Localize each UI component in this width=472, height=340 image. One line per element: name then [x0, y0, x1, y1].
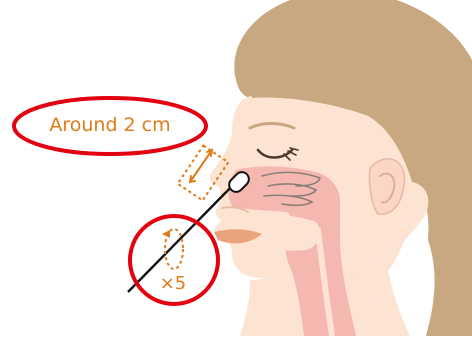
repeat-label: ×5 [148, 274, 198, 294]
depth-label: Around 2 cm [14, 114, 206, 136]
rotation-arrow-icon [162, 230, 170, 238]
measure-arrow [190, 150, 212, 182]
